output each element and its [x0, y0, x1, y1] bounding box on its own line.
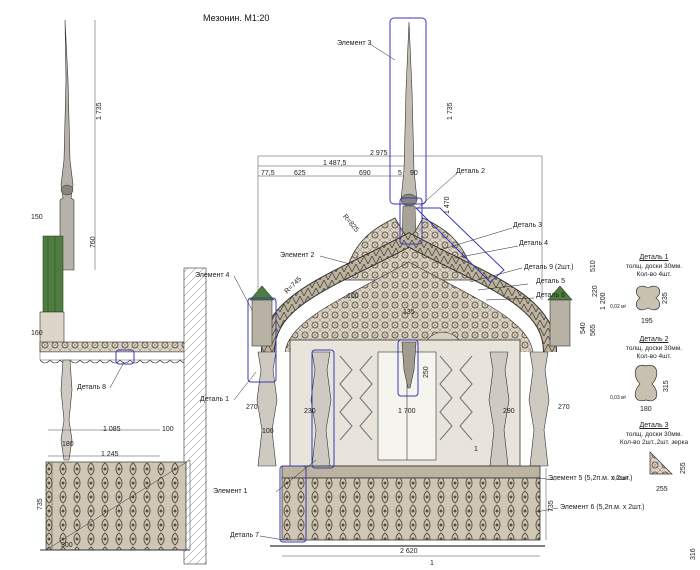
dim-side-180: 180	[62, 441, 74, 448]
dim-735-side: 735	[37, 498, 44, 510]
highlight-boxes	[115, 17, 505, 543]
note-detail-3-width: 255	[656, 486, 668, 493]
label-element-2: Элемент 2	[280, 252, 315, 259]
dim-total-top: 2 975	[370, 150, 388, 157]
dim-690: 690	[359, 170, 371, 177]
note-detail-2-area: 0,03 м²	[610, 395, 627, 401]
dim-760: 760	[90, 236, 97, 248]
note-detail-3-line1: толщ. доски 30мм.	[625, 430, 683, 438]
note-detail-1-title: Деталь 1	[639, 254, 669, 261]
label-detail-8: Деталь 8	[77, 384, 106, 391]
note-detail-2-height: 315	[663, 380, 670, 392]
dim-270-right: 270	[558, 404, 570, 411]
note-detail-3-title: Деталь 3	[639, 422, 669, 429]
detail-thumbnails	[634, 285, 673, 475]
label-detail-9: Деталь 9 (2шт.)	[524, 264, 574, 271]
dim-100-top: 100	[347, 293, 359, 300]
side-view	[39, 19, 207, 565]
label-element-1: Элемент 1	[213, 488, 248, 495]
label-detail-2: Деталь 2	[456, 168, 485, 175]
label-detail-3: Деталь 3	[513, 222, 542, 229]
note-detail-2: Деталь 2 толщ. доски 30мм. Кол-во 4шт.	[610, 336, 698, 361]
dim-5: 5	[398, 170, 402, 177]
note-detail-1-width: 195	[641, 318, 653, 325]
note-detail-1-area: 0,02 м²	[610, 304, 627, 310]
dim-1470: 1 470	[444, 196, 451, 214]
note-detail-2-width: 180	[640, 406, 652, 413]
dim-1200: 1 200	[600, 292, 607, 310]
drawing-title: Мезонин. М1:20	[203, 13, 270, 23]
dim-510: 510	[590, 260, 597, 272]
dim-270-left: 270	[246, 404, 258, 411]
note-detail-3-height: 255	[680, 462, 687, 474]
dim-side-100: 100	[162, 426, 174, 433]
label-detail-5: Деталь 5	[536, 278, 565, 285]
dim-150: 150	[31, 214, 43, 221]
note-detail-1-line2: Кол-во 4шт.	[636, 270, 672, 278]
dim-250: 250	[423, 366, 430, 378]
front-facade	[249, 21, 573, 557]
note-detail-3-area: 0,03 м²	[612, 476, 629, 482]
note-detail-3-line2: Кол-во 2шт.,2шт. зерка	[619, 438, 689, 446]
label-element-3: Элемент 3	[337, 40, 372, 47]
dim-300: 300	[61, 542, 73, 549]
dim-220: 220	[592, 285, 599, 297]
note-detail-2-line2: Кол-во 4шт.	[636, 352, 672, 360]
dim-565: 565	[590, 324, 597, 336]
label-detail-7: Деталь 7	[230, 532, 259, 539]
note-detail-2-title: Деталь 2	[639, 336, 669, 343]
note-detail-2-line1: толщ. доски 30мм.	[625, 344, 683, 352]
label-detail-1: Деталь 1	[200, 396, 229, 403]
note-detail-1-line1: толщ. доски 30мм.	[625, 262, 683, 270]
note-detail-3: Деталь 3 толщ. доски 30мм. Кол-во 2шт.,2…	[608, 422, 700, 447]
label-element-4: Элемент 4	[195, 272, 230, 279]
section-mark-1: 1	[474, 446, 478, 453]
label-detail-6: Деталь 6	[536, 292, 565, 299]
dim-90: 90	[410, 170, 418, 177]
dim-775: 77,5	[261, 170, 275, 177]
dim-160: 160	[31, 330, 43, 337]
dim-100-left: 100	[262, 428, 274, 435]
label-element-6: Элемент 6 (5,2п.м. х 2шт.)	[560, 504, 645, 511]
note-detail-1: Деталь 1 толщ. доски 30мм. Кол-во 4шт.	[610, 254, 698, 279]
dim-290: 290	[503, 408, 515, 415]
label-detail-4: Деталь 4	[519, 240, 548, 247]
dim-side-1245: 1 245	[101, 451, 119, 458]
edge-number: 316	[690, 548, 697, 560]
dim-735-front: 735	[548, 500, 555, 512]
dim-625: 625	[294, 170, 306, 177]
dim-spire-height: 1 735	[447, 102, 454, 120]
dim-2620: 2 620	[400, 548, 418, 555]
dim-side-1085: 1 085	[103, 426, 121, 433]
dim-spire-height-side: 1 735	[96, 102, 103, 120]
dim-540: 540	[580, 322, 587, 334]
note-detail-1-height: 235	[662, 292, 669, 304]
label-element-5: Элемент 5 (5,2п.м. х 2шт.)	[548, 475, 633, 482]
dim-half-top: 1 487,5	[323, 160, 347, 167]
leader-lines	[109, 43, 559, 541]
dim-1700: 1 700	[398, 408, 416, 415]
dim-230: 230	[304, 408, 316, 415]
dim-135: 135	[403, 309, 415, 316]
section-mark-1-bottom: 1	[430, 560, 434, 567]
